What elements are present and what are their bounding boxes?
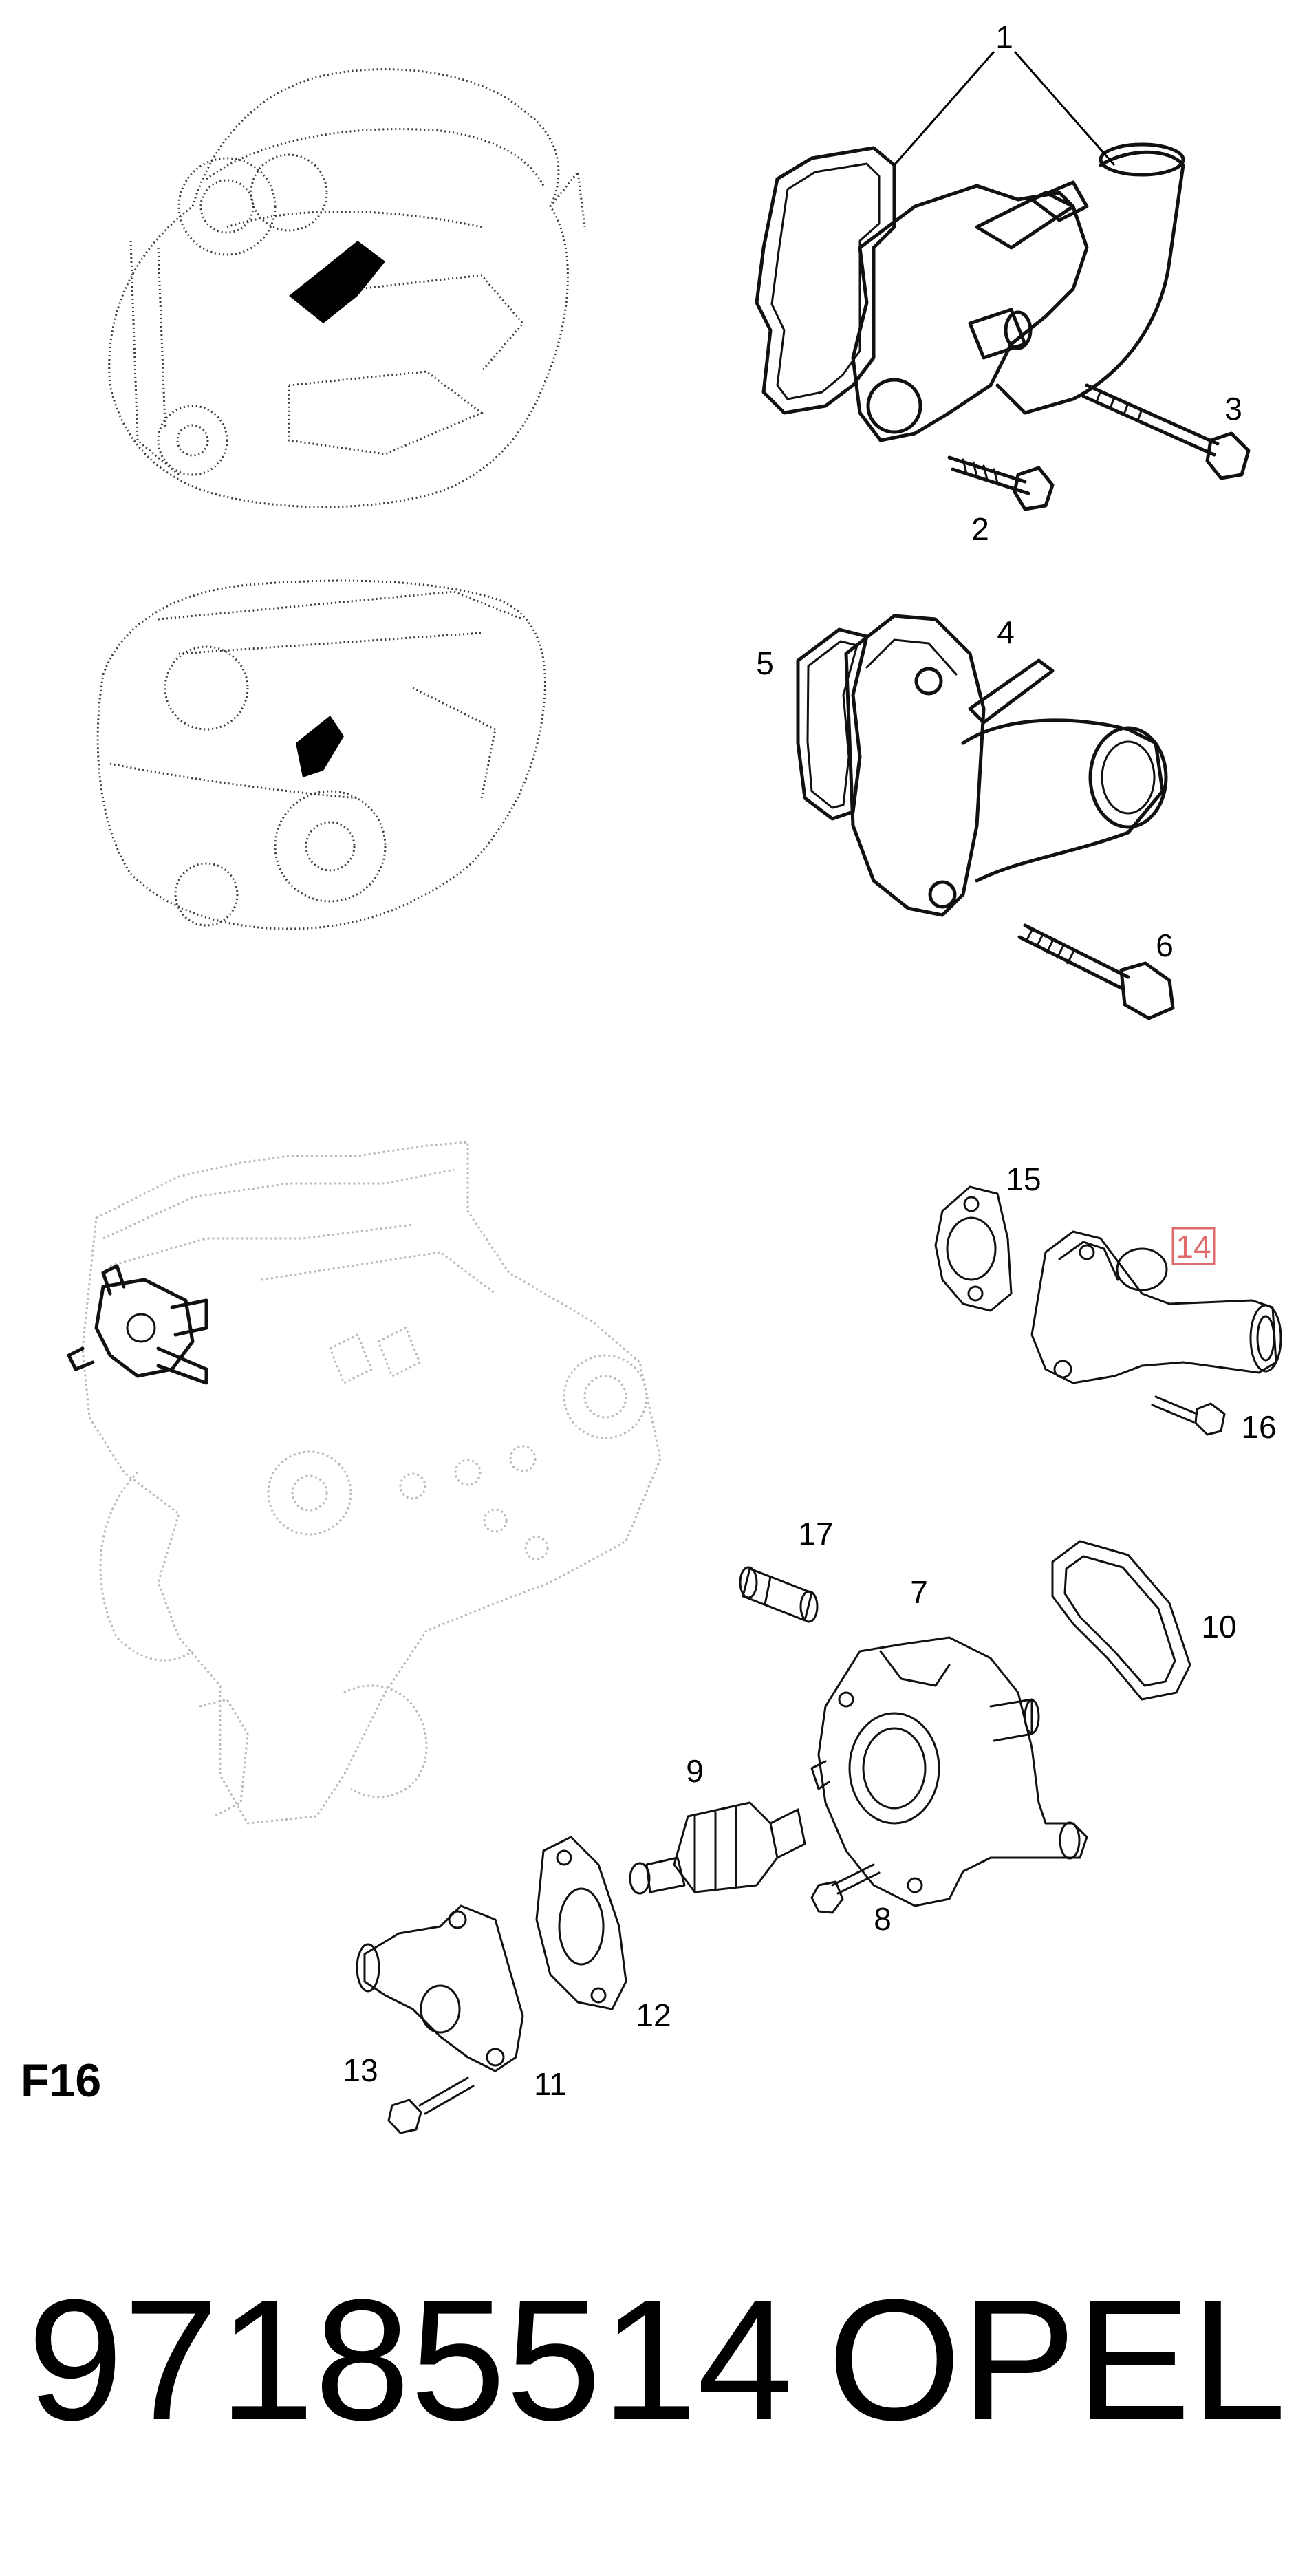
section-label: F16 [21, 2054, 102, 2107]
gasket-12 [535, 1836, 627, 2010]
callout-11[interactable]: 11 [534, 2066, 567, 2102]
callout-3[interactable]: 3 [1224, 391, 1242, 427]
callout-4[interactable]: 4 [997, 614, 1015, 650]
callout-14[interactable]: 14 [1176, 1229, 1211, 1265]
callout-16[interactable]: 16 [1241, 1409, 1276, 1445]
callout-1[interactable]: 1 [995, 19, 1013, 55]
callout-5[interactable]: 5 [756, 645, 774, 681]
thermostat-location-mark [296, 716, 344, 777]
pipe-connector-17 [739, 1566, 819, 1623]
thermostat-housing-assembly-1 [755, 51, 1185, 442]
callout-2[interactable]: 2 [971, 511, 989, 547]
bolt-8 [810, 1863, 881, 1914]
bolt-13 [387, 2076, 475, 2134]
callout-17[interactable]: 17 [798, 1516, 833, 1552]
callout-13[interactable]: 13 [343, 2052, 378, 2088]
bolt-3 [1081, 383, 1251, 480]
engine-block-illustration [67, 1141, 662, 1825]
part-number: 97185514 [28, 2264, 793, 2456]
thermostat-housing-assembly-2 [796, 614, 1168, 917]
gasket-10 [1051, 1540, 1191, 1701]
engine-illustration-2 [96, 579, 546, 930]
thermostat-housing-7 [810, 1636, 1088, 1907]
bolt-6 [1017, 923, 1175, 1020]
callout-14-highlight[interactable]: 14 [1171, 1227, 1216, 1265]
callout-8[interactable]: 8 [874, 1901, 892, 1937]
coolant-elbow-14 [1030, 1230, 1282, 1384]
bolt-2 [947, 455, 1055, 511]
callout-7[interactable]: 7 [910, 1574, 928, 1610]
engine-illustration-1 [108, 68, 586, 508]
callout-15[interactable]: 15 [1006, 1161, 1041, 1197]
thermostat-location-mark [289, 241, 385, 323]
thermostat-on-block [67, 1264, 208, 1385]
brand-name: OPEL [828, 2264, 1286, 2456]
callout-6[interactable]: 6 [1156, 927, 1174, 963]
callout-9[interactable]: 9 [686, 1753, 704, 1789]
callout-12[interactable]: 12 [636, 1997, 671, 2033]
footer: 97185514 OPEL [28, 2271, 1286, 2449]
bolt-16 [1151, 1395, 1226, 1436]
gasket-15 [934, 1185, 1013, 1312]
thermostat-9 [629, 1801, 806, 1895]
callout-10[interactable]: 10 [1201, 1609, 1236, 1644]
coolant-elbow-11 [356, 1904, 524, 2072]
